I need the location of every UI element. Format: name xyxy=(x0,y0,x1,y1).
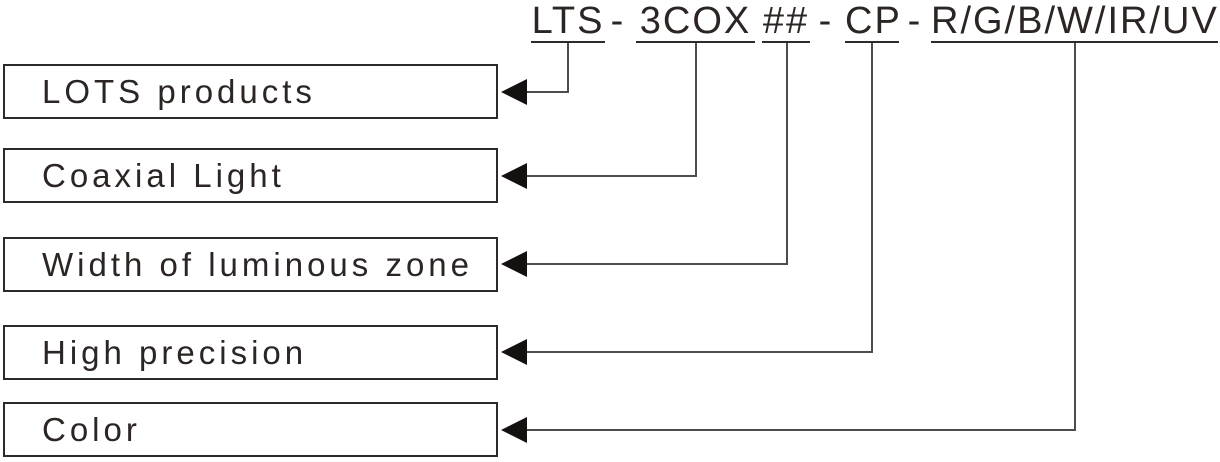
pointer-vertical-line xyxy=(871,43,873,353)
pointer-vertical-line xyxy=(786,43,788,265)
code-segment-series: LTS xyxy=(531,0,605,43)
arrow-left-icon xyxy=(501,339,527,365)
code-segment-color-options: R/G/B/W/IR/UV xyxy=(931,0,1219,43)
label-box-light-type: Coaxial Light xyxy=(3,148,498,203)
pointer-horizontal-line xyxy=(524,91,569,93)
code-hyphen: - xyxy=(610,0,626,42)
label-text: High precision xyxy=(42,333,308,371)
arrow-left-icon xyxy=(501,251,527,277)
label-text: Width of luminous zone xyxy=(42,245,474,283)
code-hyphen: - xyxy=(818,0,834,42)
label-text: Color xyxy=(42,410,141,448)
label-box-precision: High precision xyxy=(3,325,498,380)
label-box-luminous-width: Width of luminous zone xyxy=(3,237,498,292)
code-hyphen: - xyxy=(907,0,923,42)
label-box-products: LOTS products xyxy=(3,64,498,119)
arrow-left-icon xyxy=(501,417,527,443)
pointer-horizontal-line xyxy=(524,175,697,177)
pointer-vertical-line xyxy=(1074,43,1076,431)
code-segment-precision: CP xyxy=(845,0,902,43)
label-text: Coaxial Light xyxy=(42,156,285,194)
label-box-color: Color xyxy=(3,402,498,457)
arrow-left-icon xyxy=(501,79,527,105)
pointer-vertical-line xyxy=(695,43,697,177)
pointer-horizontal-line xyxy=(524,429,1076,431)
code-segment-light-type: 3COX xyxy=(636,2,755,43)
pointer-vertical-line xyxy=(567,43,569,93)
arrow-left-icon xyxy=(501,163,527,189)
pointer-horizontal-line xyxy=(524,351,873,353)
code-segment-width: ## xyxy=(762,0,810,43)
label-text: LOTS products xyxy=(42,72,316,110)
pointer-horizontal-line xyxy=(524,263,788,265)
